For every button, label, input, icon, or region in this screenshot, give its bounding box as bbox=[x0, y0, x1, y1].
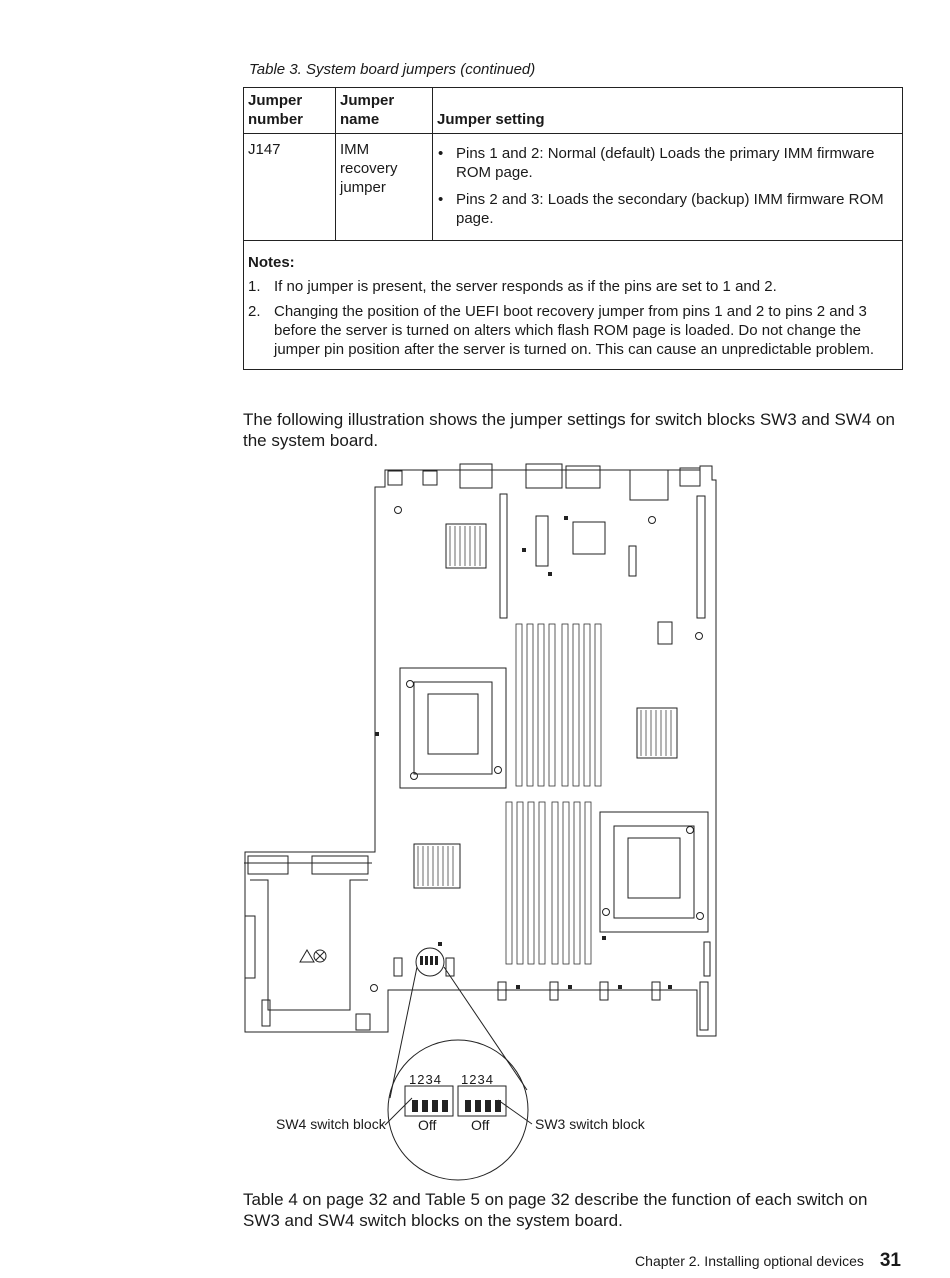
intro-paragraph: The following illustration shows the jum… bbox=[243, 410, 895, 450]
sw3-switch-block-label: SW3 switch block bbox=[535, 1116, 646, 1132]
notes-title: Notes: bbox=[248, 254, 295, 271]
setting-item: Pins 1 and 2: Normal (default) Loads the… bbox=[437, 144, 898, 182]
sw3-off-label: Off bbox=[471, 1117, 490, 1133]
page-number: 31 bbox=[879, 1250, 901, 1271]
sw4-off-label: Off bbox=[418, 1117, 437, 1133]
sw4-switch-block-label: SW4 switch block bbox=[276, 1116, 387, 1132]
header-jumper-setting: Jumper setting bbox=[432, 87, 903, 134]
setting-item: Pins 2 and 3: Loads the secondary (backu… bbox=[437, 190, 898, 228]
notes-cell: Notes: 1.If no jumper is present, the se… bbox=[243, 240, 903, 370]
notes-row: Notes: 1.If no jumper is present, the se… bbox=[243, 240, 903, 370]
cell-jumper-number: J147 bbox=[243, 133, 336, 241]
note-item: 2.Changing the position of the UEFI boot… bbox=[248, 303, 875, 358]
sw4-pin-numbers: 1234 bbox=[409, 1072, 442, 1087]
outro-paragraph: Table 4 on page 32 and Table 5 on page 3… bbox=[243, 1190, 868, 1230]
note-item: 1.If no jumper is present, the server re… bbox=[248, 278, 777, 295]
warning-icon bbox=[299, 949, 327, 963]
table-caption: Table 3. System board jumpers (continued… bbox=[249, 61, 536, 78]
page-footer: Chapter 2. Installing optional devices 31 bbox=[635, 1250, 901, 1272]
chapter-title: Chapter 2. Installing optional devices bbox=[635, 1253, 864, 1269]
sw3-pin-numbers: 1234 bbox=[461, 1072, 494, 1087]
cell-jumper-setting: Pins 1 and 2: Normal (default) Loads the… bbox=[432, 133, 903, 241]
